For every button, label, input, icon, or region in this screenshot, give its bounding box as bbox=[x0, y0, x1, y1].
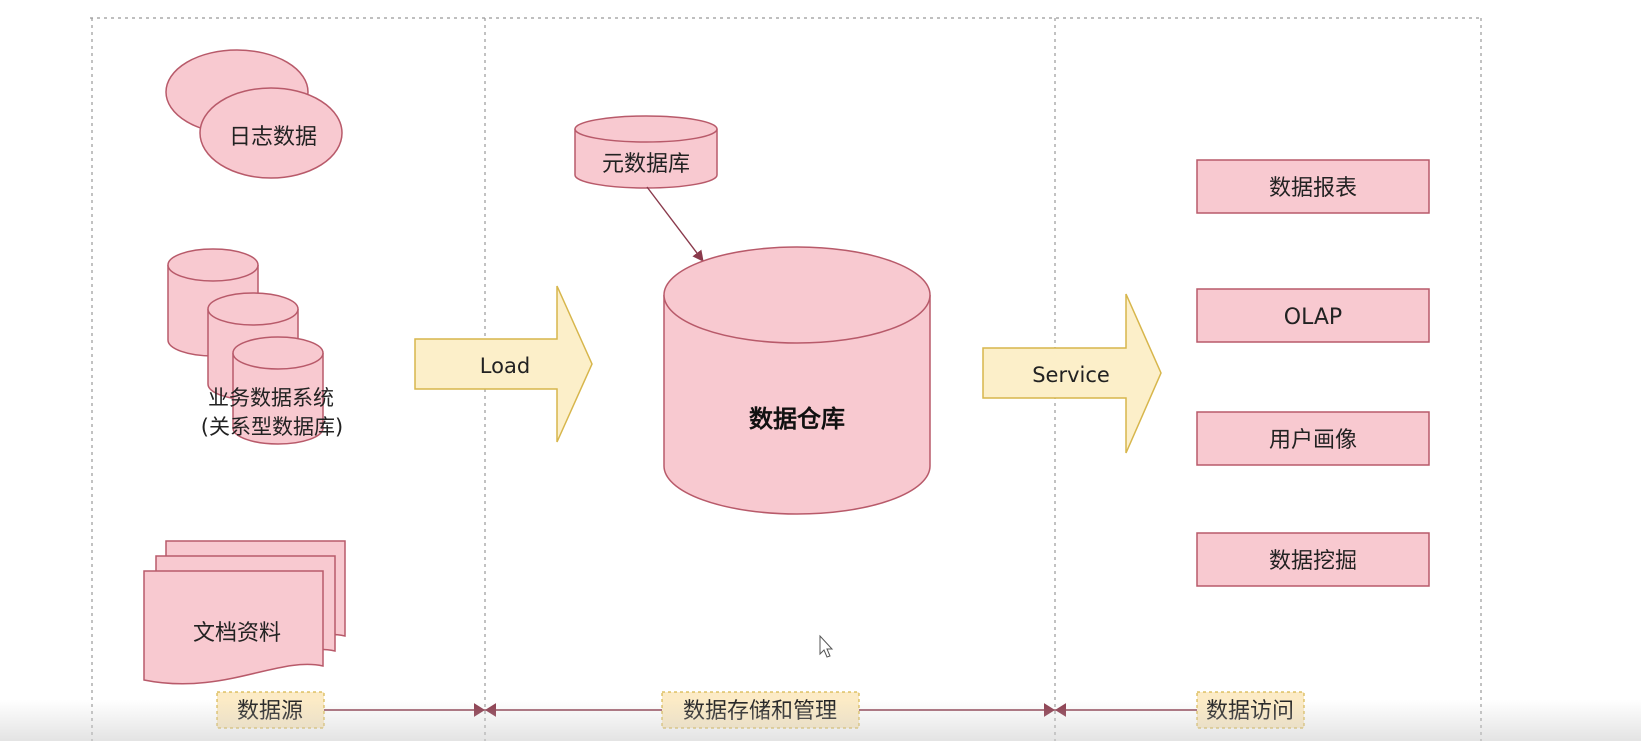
metadata-db-label: 元数据库 bbox=[602, 152, 690, 177]
access-item-report: 数据报表 bbox=[1196, 159, 1430, 214]
load-arrow: Load bbox=[414, 285, 593, 443]
documents-label: 文档资料 bbox=[193, 621, 281, 646]
access-item-label: 数据报表 bbox=[1269, 176, 1357, 201]
access-item-user-profile: 用户画像 bbox=[1196, 411, 1430, 466]
load-arrow-label: Load bbox=[480, 354, 530, 378]
lane-label-access-text: 数据访问 bbox=[1206, 699, 1294, 724]
lane-label-storage: 数据存储和管理 bbox=[661, 691, 860, 729]
access-item-data-mining: 数据挖掘 bbox=[1196, 532, 1430, 587]
access-item-olap: OLAP bbox=[1196, 288, 1430, 343]
log-data-node: 日志数据 bbox=[165, 49, 343, 179]
log-data-label: 日志数据 bbox=[229, 125, 317, 150]
service-arrow: Service bbox=[982, 293, 1162, 454]
business-db-cylinder-3 bbox=[232, 336, 324, 445]
mouse-cursor-icon bbox=[819, 634, 834, 658]
data-warehouse-label: 数据仓库 bbox=[749, 405, 845, 433]
access-item-label: 用户画像 bbox=[1269, 428, 1357, 453]
access-items: 数据报表 OLAP 用户画像 数据挖掘 bbox=[1196, 159, 1430, 587]
lane-label-source: 数据源 bbox=[216, 691, 325, 729]
metadata-db-node: 元数据库 bbox=[574, 115, 718, 189]
lane-label-source-text: 数据源 bbox=[237, 699, 303, 724]
business-system-node: 业务数据系统 (关系型数据库) bbox=[167, 248, 343, 445]
data-warehouse-node: 数据仓库 bbox=[663, 246, 931, 515]
documents-node: 文档资料 bbox=[143, 540, 346, 685]
log-data-front-ellipse bbox=[199, 87, 343, 179]
lane-label-access: 数据访问 bbox=[1196, 691, 1305, 729]
business-system-label-line2: (关系型数据库) bbox=[201, 415, 343, 439]
lane-dividers bbox=[90, 17, 1482, 741]
access-item-label: OLAP bbox=[1284, 305, 1342, 330]
metadata-to-warehouse-connector bbox=[646, 186, 704, 262]
access-item-label: 数据挖掘 bbox=[1269, 549, 1357, 574]
business-system-label-line1: 业务数据系统 bbox=[208, 386, 334, 410]
lane-label-storage-text: 数据存储和管理 bbox=[683, 699, 837, 724]
service-arrow-label: Service bbox=[1032, 363, 1110, 387]
document-sheet-front bbox=[143, 570, 324, 685]
